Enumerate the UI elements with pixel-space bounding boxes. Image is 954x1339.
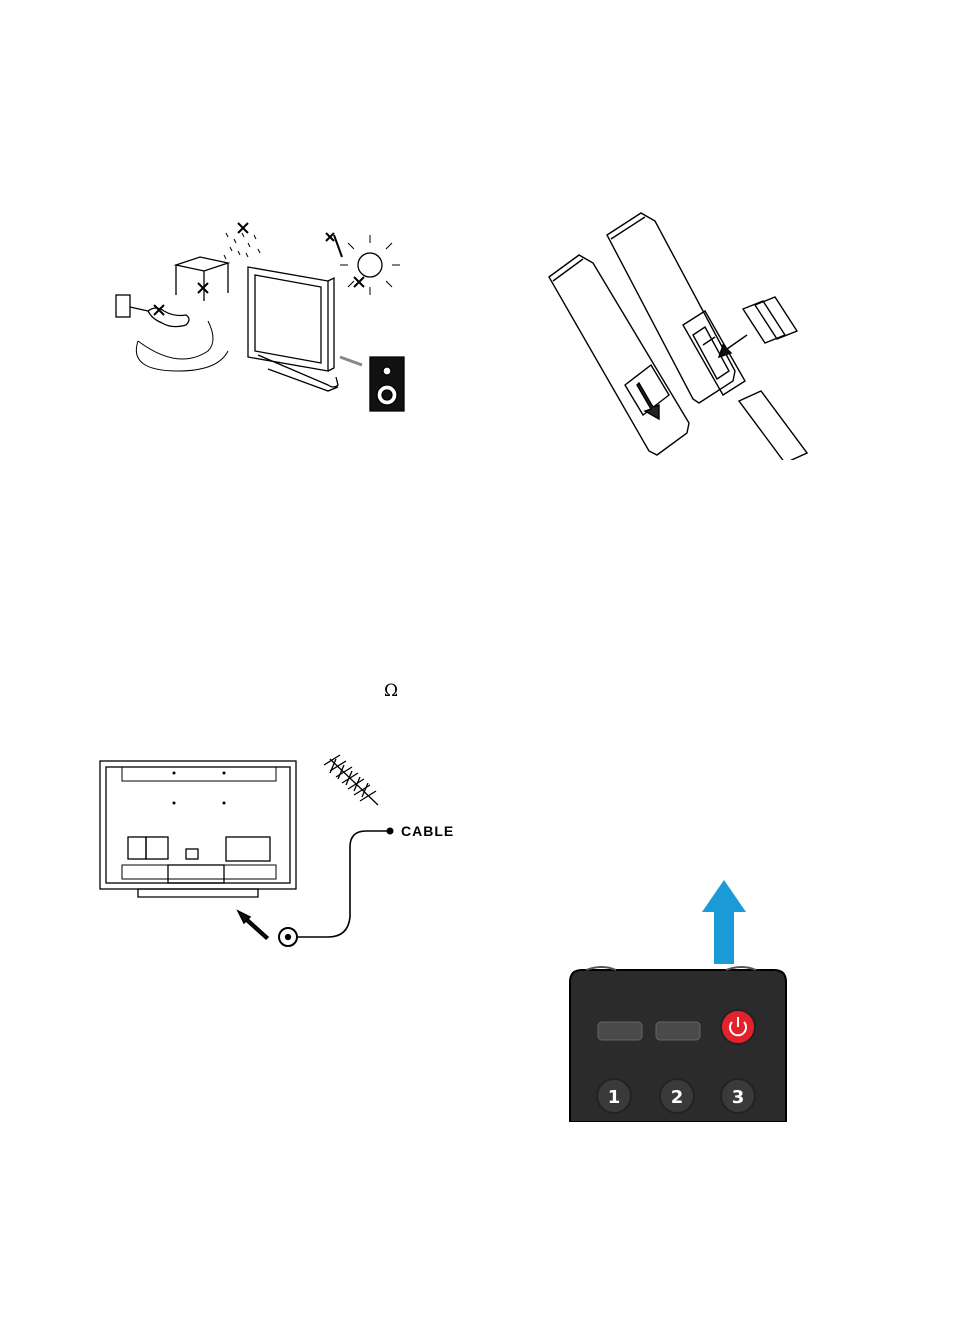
number-button-2[interactable]: 2 [660,1079,694,1113]
hand-plug-icon [148,308,189,327]
cable-label: CABLE [401,823,454,839]
battery-cover-icon [739,391,807,460]
insert-arrow-icon [719,335,747,357]
up-arrow-icon [702,880,746,964]
antenna-connection-illustration [98,753,458,953]
power-button[interactable] [721,1010,755,1044]
number-button-3[interactable]: 3 [721,1079,755,1113]
flame-icon [334,235,342,257]
tv-back-panel [100,761,296,889]
ohm-symbol: Ω [384,681,398,701]
antenna-icon [324,755,378,805]
remote-back-right [607,213,735,403]
remote-back-left [549,255,689,455]
function-button-1[interactable] [598,1022,642,1040]
battery-icon [743,301,785,343]
function-button-2[interactable] [656,1022,700,1040]
number-2-label: 2 [671,1087,684,1108]
sun-icon [358,253,382,277]
battery-insertion-illustration [543,205,808,460]
wall-socket-icon [116,295,130,317]
remote-control-illustration: 1 2 3 [566,876,790,1122]
number-1-label: 1 [608,1087,621,1108]
connection-arrow-icon [238,911,268,939]
safety-warnings-illustration [108,215,428,415]
rain-icon [224,233,260,259]
number-button-1[interactable]: 1 [597,1079,631,1113]
number-3-label: 3 [732,1087,745,1108]
